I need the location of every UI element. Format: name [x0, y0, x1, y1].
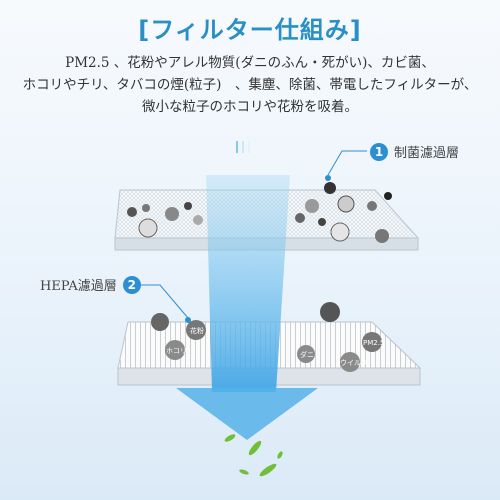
layer-number-badge: 1 — [370, 142, 388, 161]
divider-dots — [236, 138, 254, 157]
layer-name: HEPA濾過層 — [40, 279, 117, 294]
layer-number-badge: 2 — [122, 275, 141, 294]
upper-particles — [127, 182, 392, 243]
particle-label: PM2.5 — [363, 339, 384, 347]
hepa-particles: 花粉 ホコリ ダニ PM2.5 ウイルス — [151, 302, 384, 372]
callout-line-1 — [327, 150, 367, 176]
layer-name: 制菌濾過層 — [394, 146, 460, 161]
layer-label-1: 1 制菌濾過層 — [370, 142, 459, 161]
description-text: PM2.5 、花粉やアレル物質(ダニのふん・死がい)、カビ菌、 ホコリやチリ、タ… — [22, 55, 478, 115]
page-title: [フィルター仕組み] — [138, 16, 362, 44]
particle-label: 花粉 — [190, 326, 204, 335]
airflow-arrow — [176, 175, 318, 440]
callout-line-2 — [135, 284, 189, 319]
leaf-icons — [224, 434, 283, 477]
particle-label: ホコリ — [166, 347, 187, 355]
particle-label: ダニ — [300, 350, 314, 359]
particle-label: ウイルス — [340, 359, 368, 367]
layer-label-2: HEPA濾過層 2 — [40, 275, 141, 294]
